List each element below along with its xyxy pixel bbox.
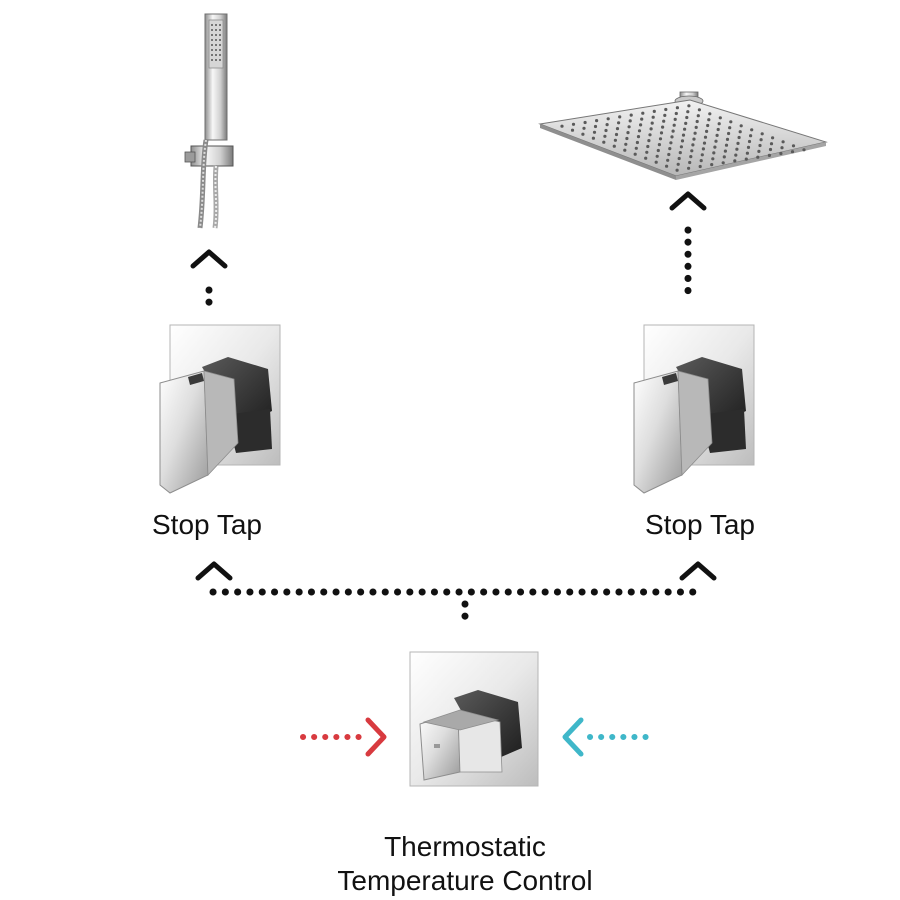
overhead-rain-shower-icon <box>538 91 828 180</box>
thermostatic-label-line1: Thermostatic <box>384 831 546 862</box>
stop-tap-right-label: Stop Tap <box>644 509 756 540</box>
thermostatic-valve-icon <box>409 651 539 787</box>
thermostatic-label: Thermostatic Temperature Control <box>300 830 630 898</box>
flow-lines <box>190 191 717 632</box>
stop-tap-left-label: Stop Tap <box>151 509 263 540</box>
arrow-up-stop-tap-left-icon <box>195 561 233 581</box>
arrow-up-stop-tap-right-icon <box>679 561 717 581</box>
cold-inlet-arrow-icon <box>562 717 650 757</box>
stop-tap-left-icon <box>159 324 281 494</box>
stop-tap-right-icon <box>633 324 755 494</box>
shower-nozzles <box>560 104 806 172</box>
hot-inlet-arrow-icon <box>300 717 387 757</box>
handheld-shower-icon <box>184 13 234 229</box>
thermostatic-label-line2: Temperature Control <box>337 865 593 896</box>
arrow-up-overhead-icon <box>669 191 707 211</box>
arrow-up-handheld-icon <box>190 249 228 269</box>
